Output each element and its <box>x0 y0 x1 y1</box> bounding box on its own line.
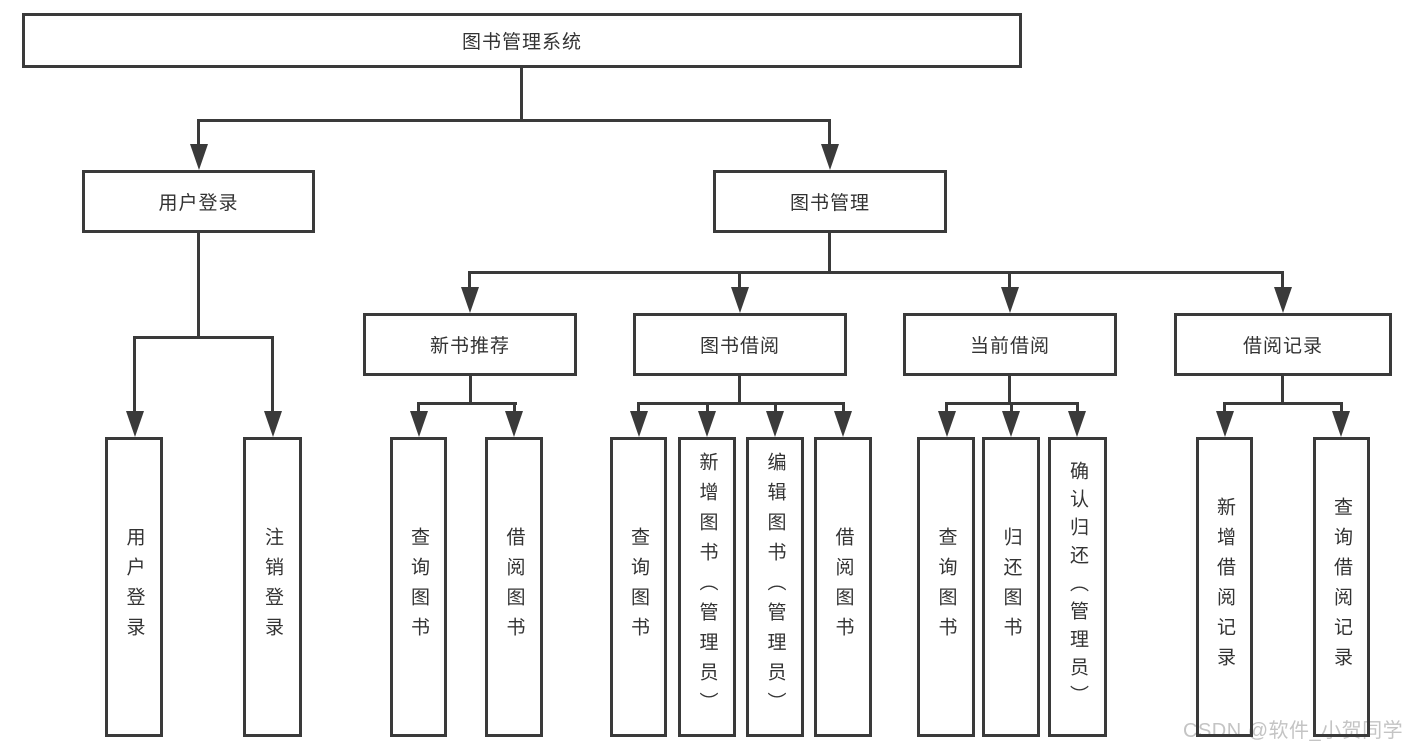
leaf-label: 借阅图书 <box>503 527 525 647</box>
connector-line <box>513 402 516 418</box>
leaf-label: 查询图书 <box>935 527 957 647</box>
connector-line <box>468 271 1284 274</box>
connector-line <box>1281 376 1284 404</box>
leaf-borrow-edit-books-admin: 编辑图书（管理员） <box>746 437 804 737</box>
node-label: 图书借阅 <box>699 336 780 357</box>
connector-line <box>197 119 200 149</box>
leaf-current-query-books: 查询图书 <box>917 437 975 737</box>
arrowhead-down-icon <box>264 411 282 437</box>
leaf-label: 查询图书 <box>628 527 649 647</box>
leaf-label: 查询图书 <box>408 527 429 647</box>
arrowhead-down-icon <box>461 287 479 313</box>
connector-line <box>1008 376 1011 404</box>
arrowhead-down-icon <box>190 144 208 170</box>
arrowhead-down-icon <box>698 411 716 437</box>
leaf-borrow-add-books-admin: 新增图书（管理员） <box>678 437 736 737</box>
node-user-login: 用户登录 <box>82 170 315 233</box>
arrowhead-down-icon <box>731 287 749 313</box>
connector-line <box>133 336 274 339</box>
leaf-label: 新增图书（管理员） <box>696 452 718 722</box>
leaf-label: 编辑图书（管理员） <box>764 452 786 722</box>
connector-line <box>417 402 517 405</box>
node-library-management-system: 图书管理系统 <box>22 13 1022 68</box>
leaf-borrow-borrow-books: 借阅图书 <box>814 437 872 737</box>
connector-line <box>828 119 831 149</box>
arrowhead-down-icon <box>630 411 648 437</box>
arrowhead-down-icon <box>938 411 956 437</box>
connector-line <box>637 402 640 418</box>
connector-line <box>271 336 274 414</box>
arrowhead-down-icon <box>766 411 784 437</box>
connector-line <box>520 68 523 122</box>
leaf-label: 新增借阅记录 <box>1214 497 1235 677</box>
arrowhead-down-icon <box>1002 411 1020 437</box>
connector-line <box>417 402 420 418</box>
leaf-label: 借阅图书 <box>832 527 854 647</box>
node-current-borrow: 当前借阅 <box>903 313 1117 376</box>
connector-line <box>945 402 948 418</box>
connector-line <box>469 376 472 404</box>
connector-line <box>738 271 741 293</box>
leaf-current-return-books: 归还图书 <box>982 437 1040 737</box>
connector-line <box>637 402 845 405</box>
connector-line <box>468 271 471 293</box>
arrowhead-down-icon <box>126 411 144 437</box>
arrowhead-down-icon <box>821 144 839 170</box>
node-label: 用户登录 <box>158 193 239 214</box>
arrowhead-down-icon <box>1332 411 1350 437</box>
connector-line <box>706 402 709 418</box>
node-label: 图书管理系统 <box>461 32 582 53</box>
connector-line <box>774 402 777 418</box>
connector-line <box>1223 402 1343 405</box>
arrowhead-down-icon <box>1001 287 1019 313</box>
leaf-current-confirm-return-admin: 确认归还（管理员） <box>1048 437 1107 737</box>
arrowhead-down-icon <box>505 411 523 437</box>
node-label: 图书管理 <box>789 193 870 214</box>
connector-line <box>842 402 845 418</box>
leaf-borrow-query-books: 查询图书 <box>610 437 667 737</box>
leaf-label: 归还图书 <box>1000 527 1022 647</box>
connector-line <box>1340 402 1343 418</box>
leaf-label: 注销登录 <box>262 527 283 647</box>
leaf-user-login: 用户登录 <box>105 437 163 737</box>
connector-line <box>738 376 741 404</box>
node-label: 当前借阅 <box>969 336 1050 357</box>
node-label: 借阅记录 <box>1242 336 1323 357</box>
leaf-logout: 注销登录 <box>243 437 302 737</box>
connector-line <box>133 336 136 414</box>
node-book-management: 图书管理 <box>713 170 947 233</box>
node-label: 新书推荐 <box>429 336 510 357</box>
leaf-rec-borrow-books: 借阅图书 <box>485 437 543 737</box>
arrowhead-down-icon <box>834 411 852 437</box>
leaf-rec-query-books: 查询图书 <box>390 437 447 737</box>
leaf-records-query-borrow-record: 查询借阅记录 <box>1313 437 1370 737</box>
connector-line <box>197 233 200 339</box>
leaf-label: 查询借阅记录 <box>1331 497 1352 677</box>
node-book-borrow: 图书借阅 <box>633 313 847 376</box>
csdn-watermark: CSDN @软件_小贺同学 <box>1183 720 1404 742</box>
connector-line <box>1281 271 1284 293</box>
arrowhead-down-icon <box>1216 411 1234 437</box>
arrowhead-down-icon <box>410 411 428 437</box>
leaf-records-add-borrow-record: 新增借阅记录 <box>1196 437 1253 737</box>
connector-line <box>1223 402 1226 418</box>
leaf-label: 用户登录 <box>123 527 145 647</box>
connector-line <box>1010 402 1013 418</box>
connector-line <box>197 119 831 122</box>
connector-line <box>1076 402 1079 418</box>
connector-line <box>828 233 831 273</box>
node-borrow-records: 借阅记录 <box>1174 313 1392 376</box>
arrowhead-down-icon <box>1068 411 1086 437</box>
leaf-label: 确认归还（管理员） <box>1067 461 1088 713</box>
arrowhead-down-icon <box>1274 287 1292 313</box>
node-new-book-recommend: 新书推荐 <box>363 313 577 376</box>
connector-line <box>1008 271 1011 293</box>
